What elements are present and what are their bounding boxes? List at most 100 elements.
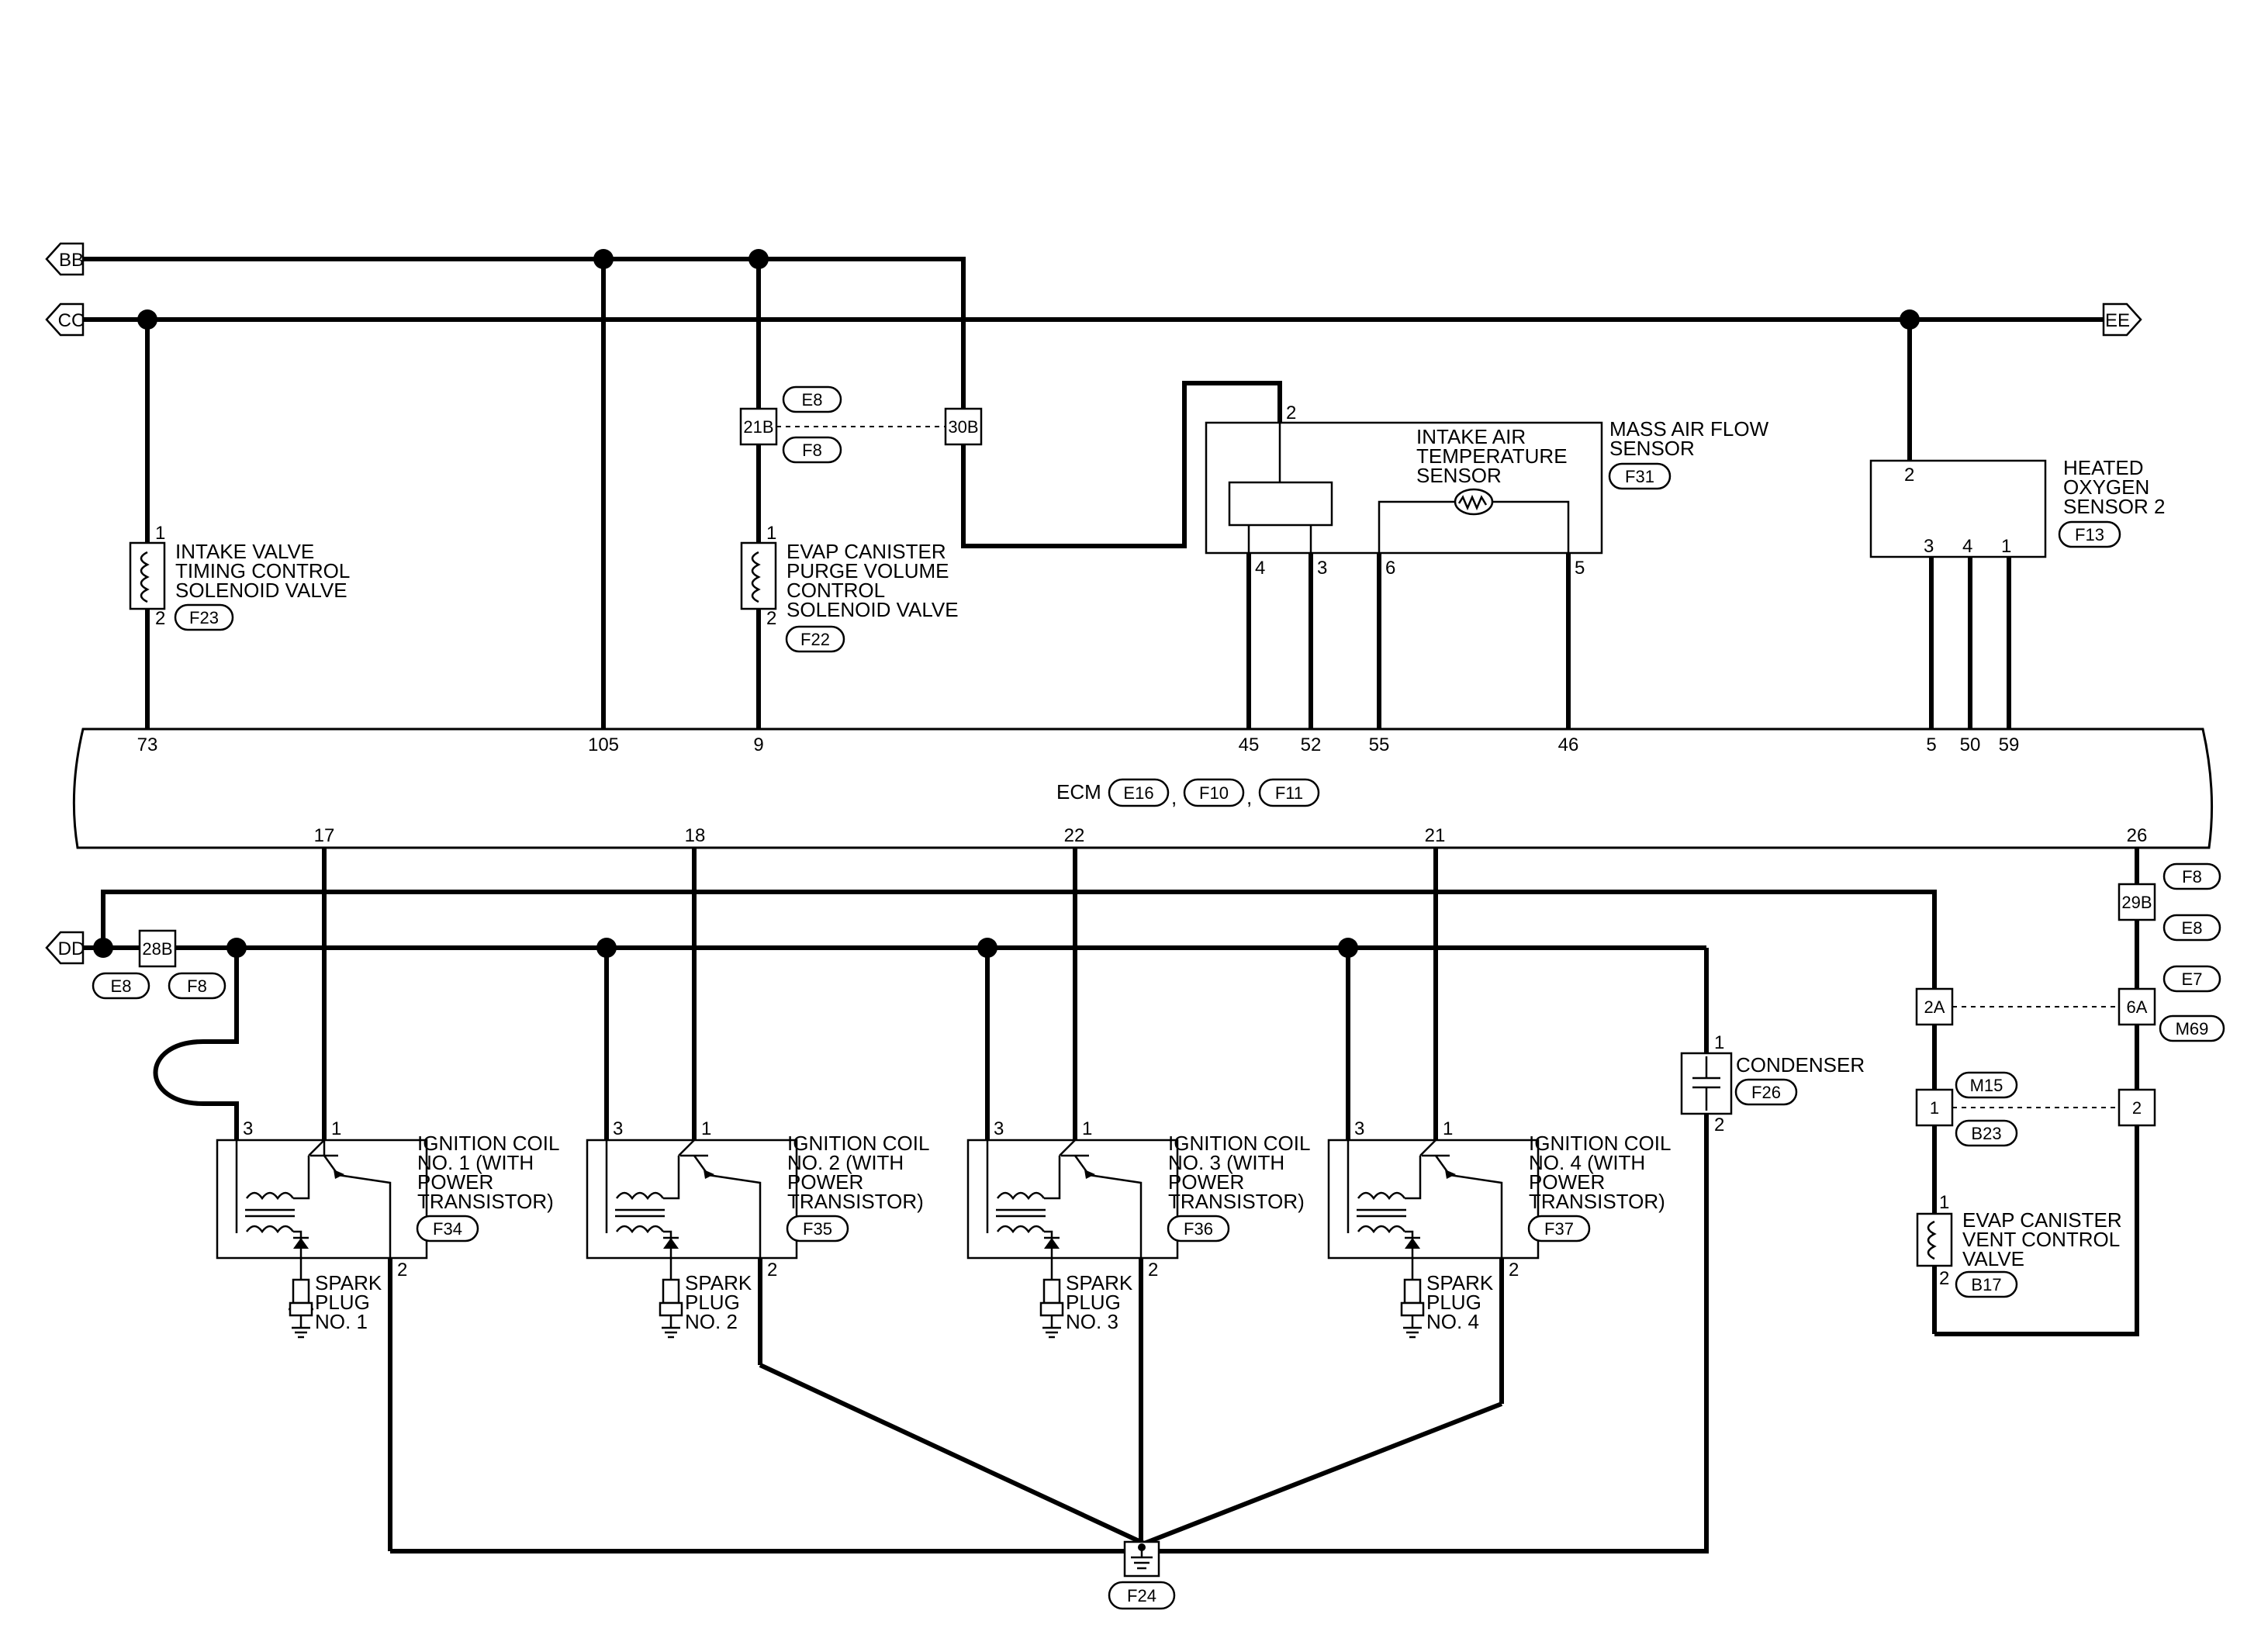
ecm-module: ECM E16 , F10 , F11 73 105 9 45 52 55 46… [72, 728, 2214, 849]
svg-text:1: 1 [1930, 1098, 1939, 1118]
ignition-coil-4: 3 1 2 IGNITION COIL NO. 4 (WITH POWER TR… [1327, 848, 1671, 1404]
joint-connector-29b: 29B F8 E8 [2118, 862, 2221, 942]
svg-text:3: 3 [243, 1118, 253, 1139]
svg-text:E8: E8 [2182, 918, 2203, 938]
svg-text:NO. 3: NO. 3 [1066, 1310, 1118, 1333]
svg-text:TRANSISTOR): TRANSISTOR) [787, 1190, 924, 1213]
svg-text:29B: 29B [2121, 893, 2152, 912]
svg-text:F31: F31 [1625, 467, 1654, 486]
svg-text:TEMPERATURE: TEMPERATURE [1416, 444, 1568, 468]
joint-connector-6a: 6A E7 M69 [2118, 965, 2225, 1042]
svg-text:2: 2 [766, 608, 776, 629]
offpage-connector-ee: EE [2102, 302, 2142, 337]
svg-text:73: 73 [137, 734, 158, 755]
svg-text:2: 2 [1509, 1260, 1519, 1280]
svg-text:PLUG: PLUG [315, 1291, 370, 1314]
svg-text:NO. 3 (WITH: NO. 3 (WITH [1168, 1151, 1284, 1174]
offpage-connector-cc: CC [45, 302, 85, 337]
svg-text:POWER: POWER [787, 1170, 863, 1194]
svg-text:SPARK: SPARK [685, 1271, 752, 1294]
svg-text:ECM: ECM [1056, 780, 1101, 804]
svg-text:45: 45 [1239, 734, 1260, 755]
svg-text:CONDENSER: CONDENSER [1736, 1053, 1865, 1077]
svg-text:F22: F22 [800, 630, 830, 649]
svg-text:F24: F24 [1127, 1586, 1156, 1605]
svg-text:EVAP CANISTER: EVAP CANISTER [787, 540, 946, 563]
svg-text:IGNITION COIL: IGNITION COIL [1529, 1132, 1671, 1155]
svg-text:NO. 4: NO. 4 [1426, 1310, 1479, 1333]
svg-text:2: 2 [1714, 1115, 1724, 1135]
svg-text:52: 52 [1301, 734, 1322, 755]
svg-text:17: 17 [314, 825, 335, 846]
svg-text:30B: 30B [948, 417, 978, 437]
svg-text:2: 2 [767, 1260, 777, 1280]
joint-connector-2a: 2A [1915, 987, 2119, 1026]
svg-text:EE: EE [2105, 310, 2130, 331]
svg-text:21B: 21B [743, 417, 773, 437]
svg-text:E8: E8 [111, 976, 132, 996]
svg-text:F26: F26 [1751, 1083, 1781, 1102]
svg-text:PLUG: PLUG [1426, 1291, 1481, 1314]
intake-valve-timing-solenoid: 1 2 INTAKE VALVE TIMING CONTROL SOLENOID… [129, 320, 350, 729]
svg-text:F8: F8 [187, 976, 207, 996]
svg-text:2: 2 [1904, 465, 1914, 486]
svg-text:,: , [1171, 786, 1177, 809]
svg-text:E7: E7 [2182, 969, 2203, 989]
svg-text:F36: F36 [1184, 1219, 1213, 1239]
svg-text:26: 26 [2127, 825, 2148, 846]
offpage-connector-bb: BB [45, 242, 85, 276]
svg-text:2: 2 [1939, 1268, 1949, 1289]
svg-text:3: 3 [1354, 1118, 1364, 1139]
svg-text:1: 1 [2001, 536, 2011, 557]
svg-text:VENT CONTROL: VENT CONTROL [1962, 1228, 2120, 1251]
evap-vent-circuit [1932, 848, 2139, 1336]
svg-text:F13: F13 [2075, 525, 2104, 544]
svg-text:F8: F8 [2182, 867, 2202, 886]
svg-text:TRANSISTOR): TRANSISTOR) [1529, 1190, 1665, 1213]
svg-text:E8: E8 [802, 390, 823, 410]
svg-text:NO. 1: NO. 1 [315, 1310, 368, 1333]
svg-text:IGNITION COIL: IGNITION COIL [417, 1132, 559, 1155]
svg-text:1: 1 [1714, 1032, 1724, 1053]
svg-text:F11: F11 [1275, 783, 1303, 803]
condenser: 1 2 CONDENSER F26 [1680, 1032, 1865, 1135]
svg-text:M69: M69 [2176, 1019, 2209, 1039]
svg-text:1: 1 [1082, 1118, 1092, 1139]
svg-text:50: 50 [1960, 734, 1981, 755]
svg-text:22: 22 [1064, 825, 1085, 846]
svg-text:POWER: POWER [417, 1170, 493, 1194]
svg-text:TRANSISTOR): TRANSISTOR) [1168, 1190, 1305, 1213]
svg-text:6A: 6A [2127, 997, 2148, 1017]
svg-text:SPARK: SPARK [315, 1271, 382, 1294]
svg-text:EVAP CANISTER: EVAP CANISTER [1962, 1208, 2122, 1232]
offpage-connector-dd: DD [45, 931, 85, 965]
svg-text:SOLENOID VALVE: SOLENOID VALVE [175, 579, 347, 602]
joint-connector-21b: 21B E8 F8 [739, 385, 946, 464]
svg-text:2: 2 [397, 1260, 407, 1280]
svg-text:TRANSISTOR): TRANSISTOR) [417, 1190, 554, 1213]
joint-connector-2: 2 [2118, 1088, 2156, 1127]
svg-text:1: 1 [766, 523, 776, 544]
svg-text:INTAKE AIR: INTAKE AIR [1416, 425, 1526, 448]
svg-text:BB: BB [59, 250, 84, 271]
svg-text:2: 2 [1148, 1260, 1158, 1280]
svg-text:NO. 4 (WITH: NO. 4 (WITH [1529, 1151, 1645, 1174]
joint-connector-30b: 30B [944, 407, 983, 446]
svg-text:NO. 2: NO. 2 [685, 1310, 738, 1333]
svg-text:46: 46 [1558, 734, 1579, 755]
svg-text:2: 2 [155, 608, 165, 629]
evap-purge-solenoid: 1 2 EVAP CANISTER PURGE VOLUME CONTROL S… [740, 259, 959, 729]
svg-text:SENSOR: SENSOR [1416, 464, 1502, 487]
svg-text:TIMING CONTROL: TIMING CONTROL [175, 559, 350, 582]
svg-text:HEATED: HEATED [2063, 456, 2144, 479]
svg-text:3: 3 [1317, 558, 1327, 579]
svg-text:,: , [1246, 786, 1252, 809]
svg-text:NO. 2 (WITH: NO. 2 (WITH [787, 1151, 904, 1174]
ignition-coil-2: 3 1 2 IGNITION COIL NO. 2 (WITH POWER TR… [586, 848, 929, 1365]
svg-text:1: 1 [331, 1118, 341, 1139]
svg-text:SENSOR: SENSOR [1609, 437, 1695, 460]
svg-text:F37: F37 [1544, 1219, 1574, 1239]
svg-text:CC: CC [58, 310, 85, 331]
svg-text:POWER: POWER [1168, 1170, 1244, 1194]
